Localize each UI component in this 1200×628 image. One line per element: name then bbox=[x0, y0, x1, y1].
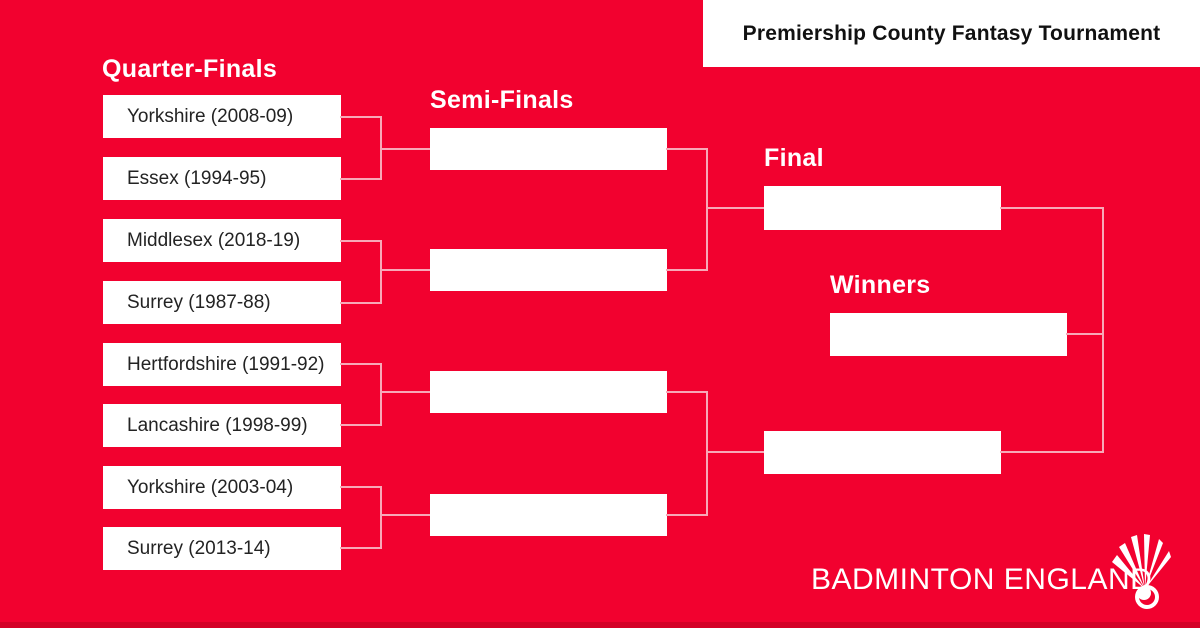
connector-line bbox=[340, 547, 382, 549]
connector-line bbox=[340, 302, 382, 304]
winners-slot bbox=[830, 313, 1067, 356]
connector-line bbox=[706, 148, 708, 271]
connector-line bbox=[380, 363, 382, 426]
connector-line bbox=[340, 363, 382, 365]
semi-final-slot-1 bbox=[430, 128, 667, 170]
quarter-final-slot-1: Yorkshire (2008-09) bbox=[103, 95, 341, 138]
connector-line bbox=[706, 391, 708, 516]
connector-line bbox=[380, 486, 382, 549]
connector-line bbox=[666, 514, 708, 516]
connector-line bbox=[340, 178, 382, 180]
semi-final-slot-4 bbox=[430, 494, 667, 536]
connector-line bbox=[1000, 451, 1104, 453]
connector-line bbox=[340, 486, 382, 488]
connector-line bbox=[340, 424, 382, 426]
quarter-final-slot-7: Yorkshire (2003-04) bbox=[103, 466, 341, 509]
bottom-accent-strip bbox=[0, 622, 1200, 628]
shuttlecock-icon bbox=[1112, 534, 1171, 609]
connector-line bbox=[340, 240, 382, 242]
heading-winners: Winners bbox=[830, 271, 931, 299]
quarter-final-slot-8: Surrey (2013-14) bbox=[103, 527, 341, 570]
semi-final-slot-2 bbox=[430, 249, 667, 291]
connector-line bbox=[666, 148, 708, 150]
heading-final: Final bbox=[764, 144, 824, 172]
heading-quarter-finals: Quarter-Finals bbox=[102, 55, 278, 83]
quarter-final-slot-6: Lancashire (1998-99) bbox=[103, 404, 341, 447]
connector-line bbox=[666, 269, 708, 271]
page-title: Premiership County Fantasy Tournament bbox=[742, 21, 1161, 45]
heading-semi-finals: Semi-Finals bbox=[430, 86, 574, 114]
quarter-final-slot-5: Hertfordshire (1991-92) bbox=[103, 343, 341, 386]
semi-final-slot-3 bbox=[430, 371, 667, 413]
quarter-final-slot-3: Middlesex (2018-19) bbox=[103, 219, 341, 262]
connector-line bbox=[380, 391, 430, 393]
quarter-final-slot-2: Essex (1994-95) bbox=[103, 157, 341, 200]
brand-wordmark: BADMINTON ENGLAND bbox=[811, 563, 1153, 596]
connector-line bbox=[380, 269, 430, 271]
connector-line bbox=[340, 116, 382, 118]
connector-line bbox=[380, 240, 382, 304]
final-slot-1 bbox=[764, 186, 1001, 230]
connector-line bbox=[380, 514, 430, 516]
final-slot-2 bbox=[764, 431, 1001, 474]
connector-line bbox=[1102, 207, 1104, 453]
title-banner: Premiership County Fantasy Tournament bbox=[703, 0, 1200, 67]
quarter-final-slot-4: Surrey (1987-88) bbox=[103, 281, 341, 324]
connector-line bbox=[706, 451, 764, 453]
connector-line bbox=[706, 207, 764, 209]
connector-line bbox=[1066, 333, 1104, 335]
connector-line bbox=[380, 148, 430, 150]
connector-line bbox=[666, 391, 708, 393]
connector-line bbox=[1000, 207, 1104, 209]
